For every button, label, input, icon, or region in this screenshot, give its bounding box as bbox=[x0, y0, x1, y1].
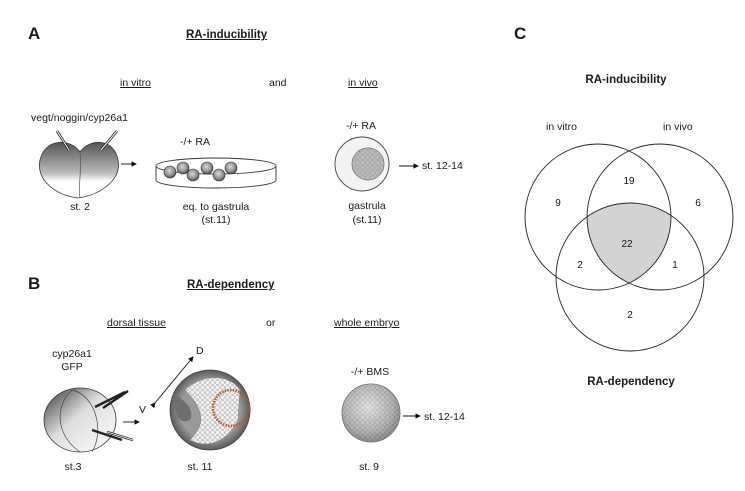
venn-set-left-label: in vitro bbox=[546, 121, 577, 133]
vivo-treatment-label: -/+ RA bbox=[345, 120, 377, 132]
bms-treatment-label: -/+ BMS bbox=[350, 366, 390, 378]
panel-a-letter: A bbox=[28, 24, 41, 43]
venn-region-count: 1 bbox=[672, 260, 678, 271]
culture-dish-icon bbox=[155, 157, 277, 189]
connector-and: and bbox=[269, 77, 287, 89]
dorsal-ventral-axis-arrow bbox=[150, 356, 194, 409]
panel-b-letter: B bbox=[28, 274, 41, 293]
panel-b-title: RA-dependency bbox=[187, 279, 275, 291]
panel-a-title: RA-inducibility bbox=[186, 29, 268, 41]
venn-set-right-label: in vivo bbox=[663, 121, 693, 133]
venn-region-count: 2 bbox=[627, 310, 633, 321]
construct-label: cyp26a1 bbox=[52, 348, 92, 360]
axis-ventral-label: V bbox=[139, 404, 147, 416]
venn-region-count: 9 bbox=[555, 198, 561, 209]
venn-region-count: 2 bbox=[577, 260, 583, 271]
dish-treatment-label: -/+ RA bbox=[179, 136, 211, 148]
venn-region-count: 19 bbox=[623, 176, 635, 187]
gfp-label: GFP bbox=[61, 361, 83, 373]
dish-caption: eq. to gastrula bbox=[182, 201, 250, 213]
injection-label: vegt/noggin/cyp26a1 bbox=[31, 112, 128, 124]
st11-label: st. 11 bbox=[187, 461, 213, 473]
in-vitro-label: in vitro bbox=[120, 77, 151, 89]
panel-c-letter: C bbox=[514, 24, 527, 43]
whole-embryo-label: whole embryo bbox=[334, 317, 400, 329]
st9-embryo-icon bbox=[341, 383, 401, 443]
in-vivo-label: in vivo bbox=[348, 77, 378, 89]
whole-target-stage: st. 12-14 bbox=[424, 411, 465, 423]
venn-region-count: 6 bbox=[695, 198, 701, 209]
venn-title-top: RA-inducibility bbox=[585, 74, 667, 86]
gastrula-embryo-icon bbox=[334, 136, 390, 192]
dorsal-tissue-label: dorsal tissue bbox=[107, 317, 166, 329]
venn-region-shaded bbox=[587, 203, 671, 290]
dish-stage-caption: (st.11) bbox=[201, 214, 231, 226]
st3-label: st.3 bbox=[64, 461, 82, 473]
venn-title-bottom: RA-dependency bbox=[587, 376, 675, 388]
highlight-dashed-circle bbox=[211, 388, 251, 428]
vivo-stage-caption: (st.11) bbox=[352, 214, 382, 226]
st11-section-icon bbox=[169, 369, 251, 451]
venn-region-count: 22 bbox=[621, 239, 633, 250]
vivo-caption: gastrula bbox=[348, 200, 386, 212]
st9-label: st. 9 bbox=[359, 461, 379, 473]
venn-circle-ra-dependency bbox=[555, 202, 705, 352]
st3-embryo-icon bbox=[43, 387, 134, 453]
st2-label: st. 2 bbox=[70, 201, 90, 213]
two-cell-embryo-icon bbox=[39, 130, 119, 199]
vivo-target-stage: st. 12-14 bbox=[422, 160, 463, 172]
venn-circle-in-vitro bbox=[524, 143, 672, 291]
axis-dorsal-label: D bbox=[196, 345, 204, 357]
connector-or: or bbox=[266, 317, 276, 329]
